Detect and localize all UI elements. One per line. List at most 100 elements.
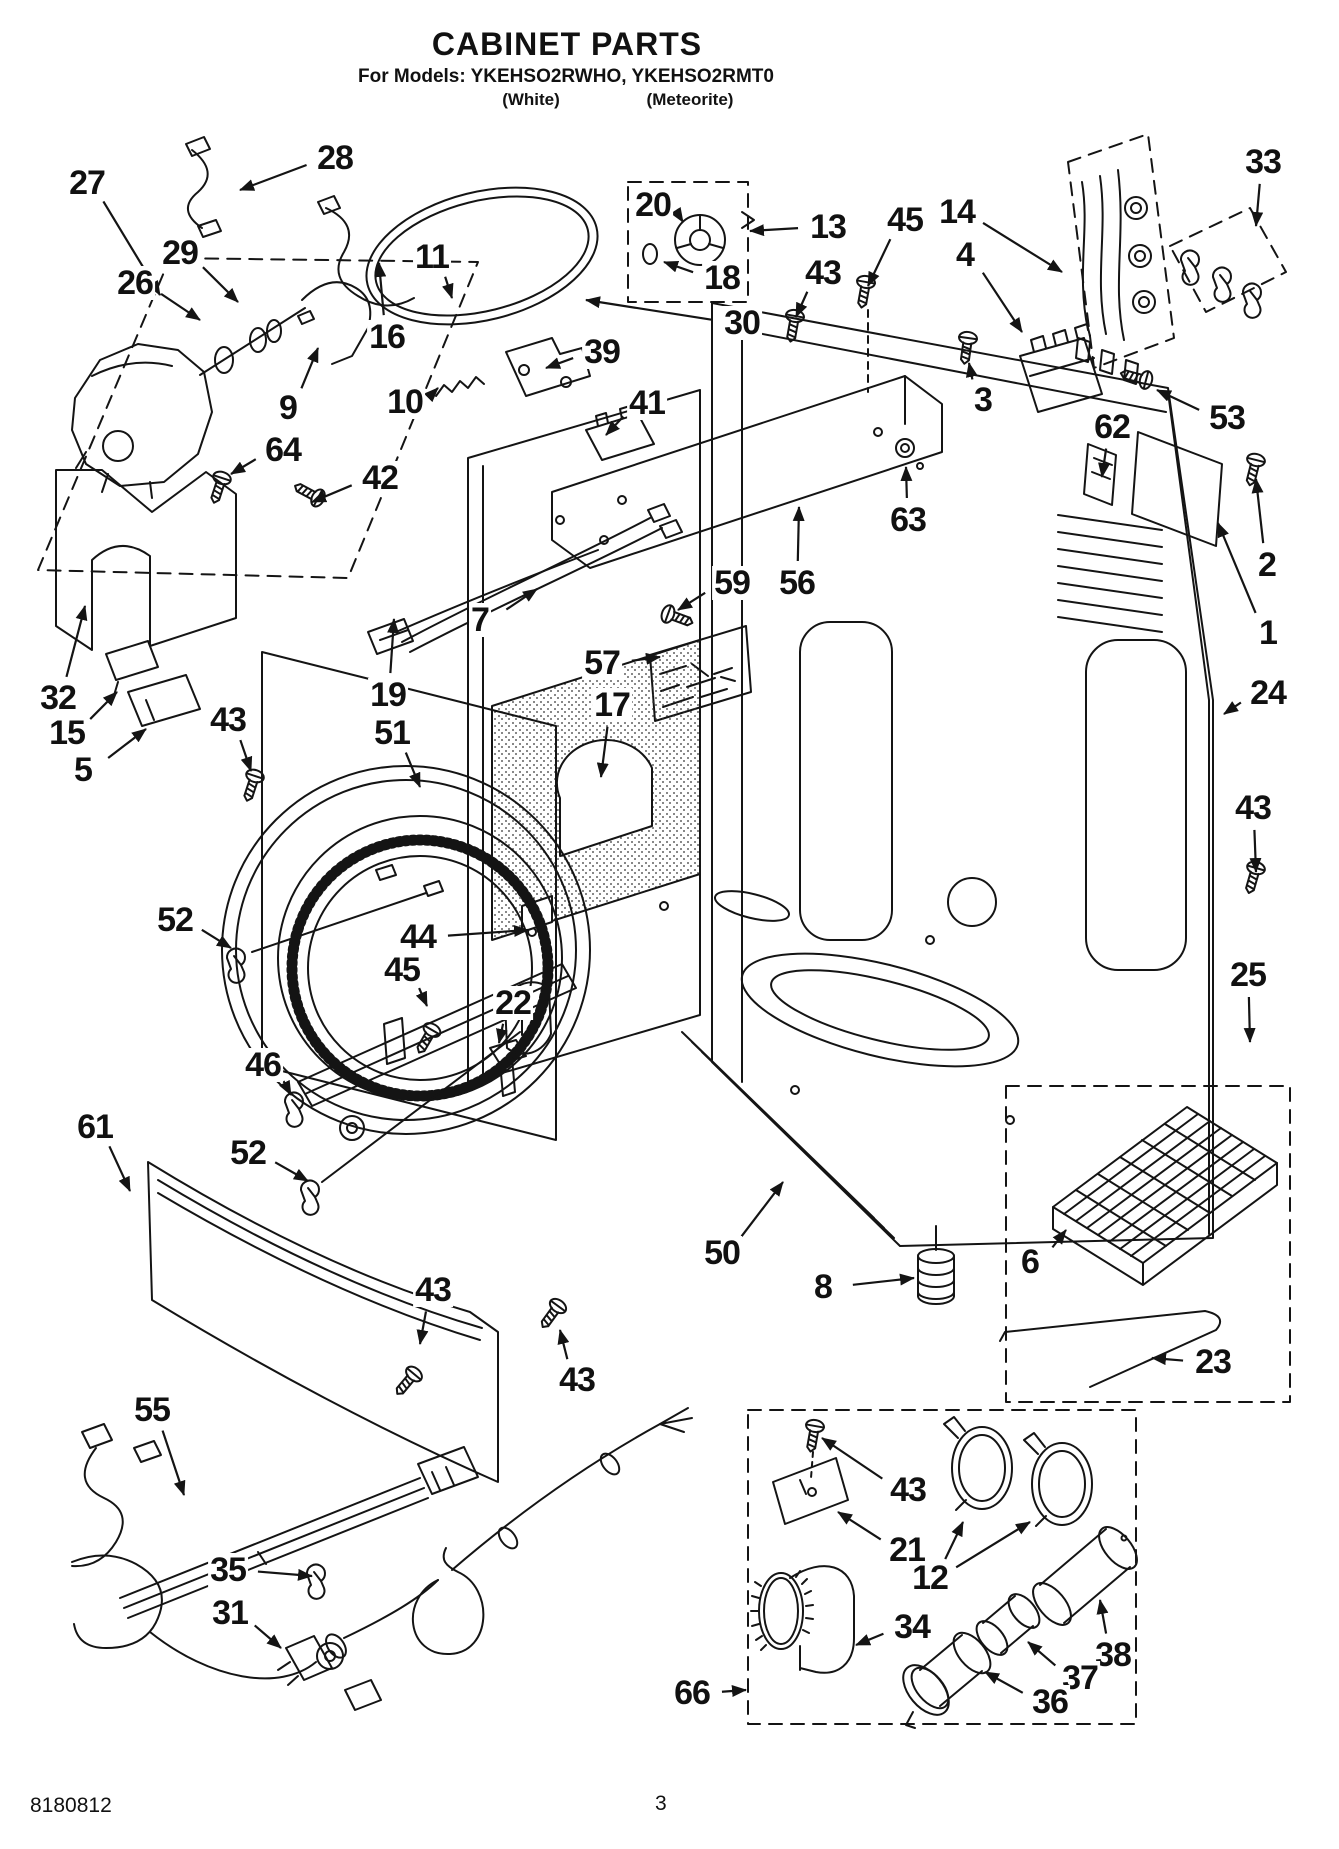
callout-43: 43 <box>208 701 248 739</box>
lower-front-panel-61 <box>148 1162 498 1482</box>
callout-43: 43 <box>803 254 843 292</box>
callout-6: 6 <box>1019 1243 1041 1281</box>
heater-element-14 <box>1082 182 1088 330</box>
callout-57: 57 <box>582 644 622 682</box>
callout-11: 11 <box>413 238 451 276</box>
bulkhead-7 <box>468 310 942 1083</box>
motor-bracket-32 <box>56 470 236 650</box>
heater-dashed-box <box>1068 134 1174 368</box>
motor <box>72 344 212 486</box>
callout-4: 4 <box>954 236 976 274</box>
page-number: 3 <box>655 1792 667 1815</box>
callout-59: 59 <box>712 564 752 602</box>
pulley-bracket-9 <box>302 282 370 364</box>
callout-2: 2 <box>1256 546 1278 584</box>
harness-55 <box>72 1424 478 1710</box>
callout-43: 43 <box>888 1471 928 1509</box>
clamp-12 <box>944 1417 1092 1526</box>
callout-42: 42 <box>360 459 400 497</box>
callout-7: 7 <box>469 601 491 639</box>
document-number: 8180812 <box>30 1794 112 1817</box>
callout-51: 51 <box>372 714 412 752</box>
callout-3: 3 <box>972 381 994 419</box>
callout-45: 45 <box>382 951 422 989</box>
callout-8: 8 <box>812 1268 834 1306</box>
lint-screen-6 <box>1000 1107 1277 1387</box>
callout-33: 33 <box>1243 143 1283 181</box>
callout-43: 43 <box>1233 789 1273 827</box>
callout-52: 52 <box>228 1134 268 1172</box>
callout-30: 30 <box>722 304 762 342</box>
thermal-fuse-15 <box>106 641 158 702</box>
base-channel <box>731 931 1029 1089</box>
callout-15: 15 <box>47 714 87 752</box>
screw-2 <box>1239 451 1268 489</box>
callout-53: 53 <box>1207 399 1247 437</box>
base-rail-50 <box>682 1032 894 1238</box>
color-label-meteorite: (Meteorite) <box>646 90 734 109</box>
switch-5 <box>128 675 200 726</box>
vent-tube-37 <box>971 1589 1046 1661</box>
callout-27: 27 <box>67 164 107 202</box>
insulation-17 <box>492 640 700 940</box>
wire-handle-23 <box>1000 1311 1220 1387</box>
dashed-boxes <box>38 134 1290 1724</box>
screw-45 <box>851 273 877 311</box>
callout-24: 24 <box>1248 674 1288 712</box>
clips-dashed-box <box>1170 208 1286 312</box>
callout-22: 22 <box>493 984 533 1022</box>
callout-56: 56 <box>777 564 817 602</box>
callout-32: 32 <box>38 679 78 717</box>
vent-slats <box>1058 515 1162 632</box>
callout-25: 25 <box>1228 956 1268 994</box>
callout-46: 46 <box>243 1046 283 1084</box>
cross-brace <box>298 964 576 1106</box>
callout-5: 5 <box>72 751 94 789</box>
callout-26: 26 <box>115 264 155 302</box>
callout-55: 55 <box>132 1391 172 1429</box>
spring-10 <box>436 377 484 396</box>
cover-62 <box>1084 444 1116 505</box>
lint-screen-dashed-box <box>1006 1086 1290 1402</box>
callout-10: 10 <box>385 383 425 421</box>
callout-64: 64 <box>263 431 303 469</box>
callout-31: 31 <box>210 1594 250 1632</box>
wire-28 <box>186 137 221 237</box>
screws <box>204 273 1268 1455</box>
callout-35: 35 <box>208 1551 248 1589</box>
callout-45: 45 <box>885 201 925 239</box>
screw-43-panel-left <box>389 1362 426 1401</box>
callout-41: 41 <box>627 384 667 422</box>
screw-43-door <box>237 766 267 805</box>
leveling-leg-8 <box>918 1226 954 1304</box>
bracket-39 <box>506 338 590 396</box>
vent-tube-38 <box>1026 1520 1144 1631</box>
screw-45-door <box>410 1019 444 1059</box>
callout-34: 34 <box>892 1608 932 1646</box>
clip-46 <box>283 1091 304 1128</box>
callout-1: 1 <box>1257 614 1279 652</box>
callout-19: 19 <box>368 676 408 714</box>
callout-61: 61 <box>75 1108 115 1146</box>
page-title: CABINET PARTS <box>431 26 703 62</box>
clip-52 <box>225 947 246 984</box>
callout-12: 12 <box>910 1559 950 1597</box>
top-brace-56 <box>552 376 942 568</box>
callout-63: 63 <box>888 501 928 539</box>
callout-43: 43 <box>557 1361 597 1399</box>
callout-50: 50 <box>702 1234 742 1272</box>
screw-43 <box>780 307 806 345</box>
callout-13: 13 <box>808 208 848 246</box>
callout-36: 36 <box>1030 1683 1070 1721</box>
callout-39: 39 <box>582 333 622 371</box>
callout-23: 23 <box>1193 1343 1233 1381</box>
bolt-42 <box>289 476 329 510</box>
washer-18 <box>643 244 657 264</box>
clip-35 <box>305 1563 326 1600</box>
elbow-34 <box>751 1566 854 1673</box>
screw-53 <box>1117 363 1156 392</box>
callout-29: 29 <box>160 234 200 272</box>
